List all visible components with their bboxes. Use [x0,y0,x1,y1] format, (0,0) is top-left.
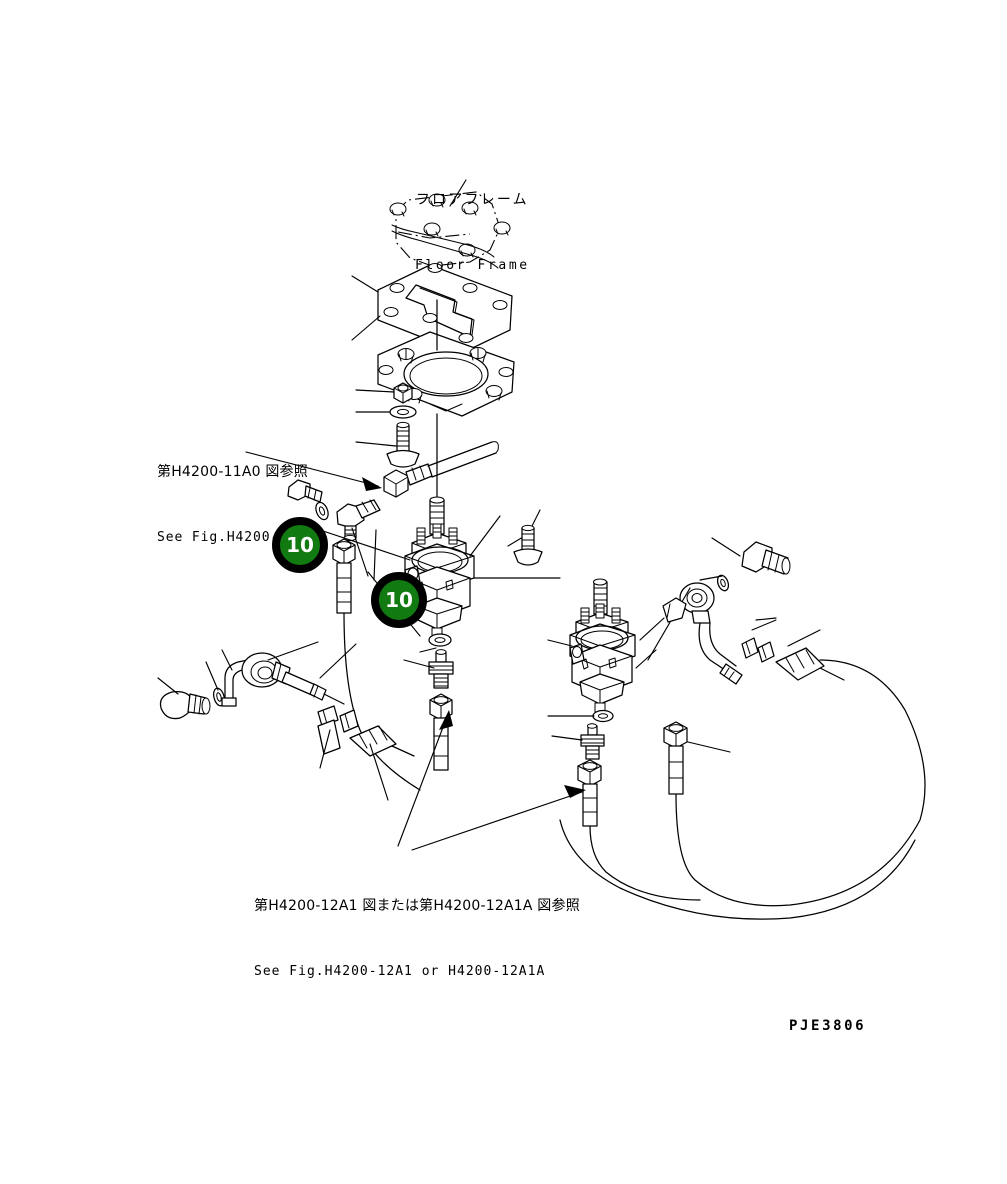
hose-clamp [317,705,359,755]
plug [287,479,323,503]
floor-frame-outline [389,191,511,269]
drawing-code: PJE3806 [789,1018,867,1034]
leader-lines [157,179,821,801]
o-ring [315,501,329,521]
reference-note-bottom-en: See Fig.H4200-12A1 or H4200-12A1A [254,963,546,979]
diagram-title-en: Floor Frame [415,257,530,273]
callout-marker-10[interactable]: 10 [272,517,328,573]
callout-label: 10 [385,588,413,612]
plug [662,597,687,623]
mounting-plate [377,331,515,417]
hose-assembly [775,647,845,681]
callout-marker-10[interactable]: 10 [371,572,427,628]
hose-assembly [332,538,421,791]
flange-bolt [513,524,543,566]
gasket-plate [377,263,513,354]
hose-clamp [741,619,777,663]
hose-assembly [577,759,602,827]
reference-note-bottom-jp: 第H4200-12A1 図または第H4200-12A1A 図参照 [254,898,580,915]
reference-note-bottom: 第H4200-12A1 図または第H4200-12A1A 図参照 See Fig… [254,852,580,1027]
elbow-fitting [336,499,381,542]
flange-bolt [386,421,420,468]
elbow-fitting [221,652,345,707]
brake-valve-right [569,578,636,713]
hose-assembly [663,659,926,907]
adapter-fitting [428,649,454,689]
hose-assembly [429,693,453,771]
o-ring [428,633,452,647]
tube-assembly [383,441,499,498]
hose-assembly [349,725,415,757]
o-ring [716,574,730,592]
annotation-arrows [245,451,586,851]
plug [159,691,211,720]
reference-note-left-jp: 第H4200-11A0 図参照 [157,464,308,481]
diagram-title: フロアフレーム Floor Frame [415,146,530,321]
diagram-title-jp: フロアフレーム [415,192,529,209]
washer [389,405,417,419]
nut [393,382,413,404]
brake-valve-left [404,496,475,639]
o-ring [592,709,614,723]
plug [741,541,791,575]
elbow-fitting [679,582,743,685]
adapter-fitting [580,723,605,760]
callout-label: 10 [286,533,314,557]
